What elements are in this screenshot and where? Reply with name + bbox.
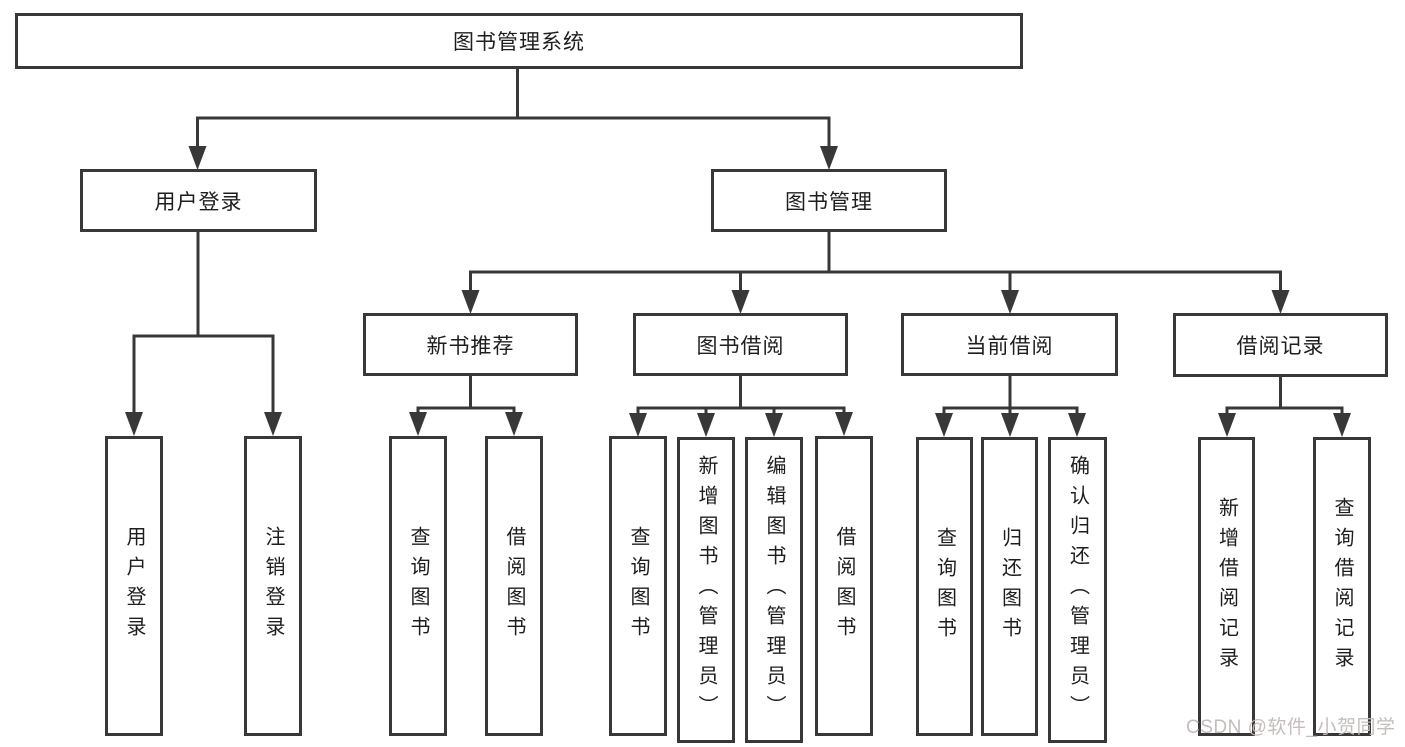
connector-borrowing-records-children xyxy=(1225,377,1344,410)
node-new-book-recommend: 新书推荐 xyxy=(363,313,578,376)
node-library-system-label: 图书管理系统 xyxy=(453,31,585,54)
leaf-borrow-books-recommend-label: 借阅图书 xyxy=(503,526,525,646)
leaf-borrow-books-borrowing: 借阅图书 xyxy=(815,436,873,736)
leaf-user-login-label: 用户登录 xyxy=(123,526,145,646)
node-current-borrowing-label: 当前借阅 xyxy=(965,334,1054,358)
node-book-management: 图书管理 xyxy=(711,169,947,232)
leaf-query-books-current: 查询图书 xyxy=(916,437,973,736)
node-book-borrowing: 图书借阅 xyxy=(633,313,848,376)
connector-book-borrowing-children xyxy=(636,375,846,410)
leaf-query-books-current-label: 查询图书 xyxy=(933,526,956,647)
connector-current-borrowing-children xyxy=(942,375,1079,410)
leaf-user-login: 用户登录 xyxy=(105,436,163,736)
leaf-return-books-label: 归还图书 xyxy=(998,526,1021,647)
leaf-edit-books-admin: 编辑图书（管理员） xyxy=(745,437,803,743)
node-library-system: 图书管理系统 xyxy=(15,13,1023,69)
leaf-query-borrow-record: 查询借阅记录 xyxy=(1313,437,1371,736)
node-new-book-recommend-label: 新书推荐 xyxy=(426,334,515,358)
connector-root-to-level2 xyxy=(196,68,831,120)
leaf-add-borrow-record: 新增借阅记录 xyxy=(1198,437,1255,736)
node-user-login: 用户登录 xyxy=(80,169,317,232)
leaf-logout: 注销登录 xyxy=(244,436,302,736)
leaf-query-books-recommend-label: 查询图书 xyxy=(407,526,429,646)
leaf-confirm-return-admin-label: 确认归还（管理员） xyxy=(1066,455,1089,725)
leaf-add-books-admin: 新增图书（管理员） xyxy=(677,437,735,743)
leaf-add-books-admin-label: 新增图书（管理员） xyxy=(695,455,717,725)
node-borrowing-records: 借阅记录 xyxy=(1173,313,1388,377)
node-book-management-label: 图书管理 xyxy=(785,190,873,214)
node-book-borrowing-label: 图书借阅 xyxy=(696,334,785,358)
connector-new-book-recommend-children xyxy=(416,375,516,410)
leaf-return-books: 归还图书 xyxy=(981,437,1038,736)
connector-user-login-children xyxy=(132,231,275,338)
leaf-query-borrow-record-label: 查询借阅记录 xyxy=(1331,496,1353,677)
leaf-confirm-return-admin: 确认归还（管理员） xyxy=(1048,437,1107,743)
node-borrowing-records-label: 借阅记录 xyxy=(1236,335,1325,358)
csdn-watermark: CSDN @软件_小贺同学 xyxy=(1186,717,1396,738)
leaf-borrow-books-borrowing-label: 借阅图书 xyxy=(833,526,855,646)
leaf-query-books-borrowing: 查询图书 xyxy=(609,436,667,736)
leaf-edit-books-admin-label: 编辑图书（管理员） xyxy=(763,455,785,725)
leaf-query-books-borrowing-label: 查询图书 xyxy=(627,526,649,646)
node-current-borrowing: 当前借阅 xyxy=(901,313,1118,376)
connector-book-management-children xyxy=(469,231,1282,274)
node-user-login-label: 用户登录 xyxy=(154,190,243,214)
leaf-add-borrow-record-label: 新增借阅记录 xyxy=(1215,496,1238,677)
leaf-logout-label: 注销登录 xyxy=(262,526,284,646)
leaf-query-books-recommend: 查询图书 xyxy=(389,436,447,736)
leaf-borrow-books-recommend: 借阅图书 xyxy=(485,436,543,736)
